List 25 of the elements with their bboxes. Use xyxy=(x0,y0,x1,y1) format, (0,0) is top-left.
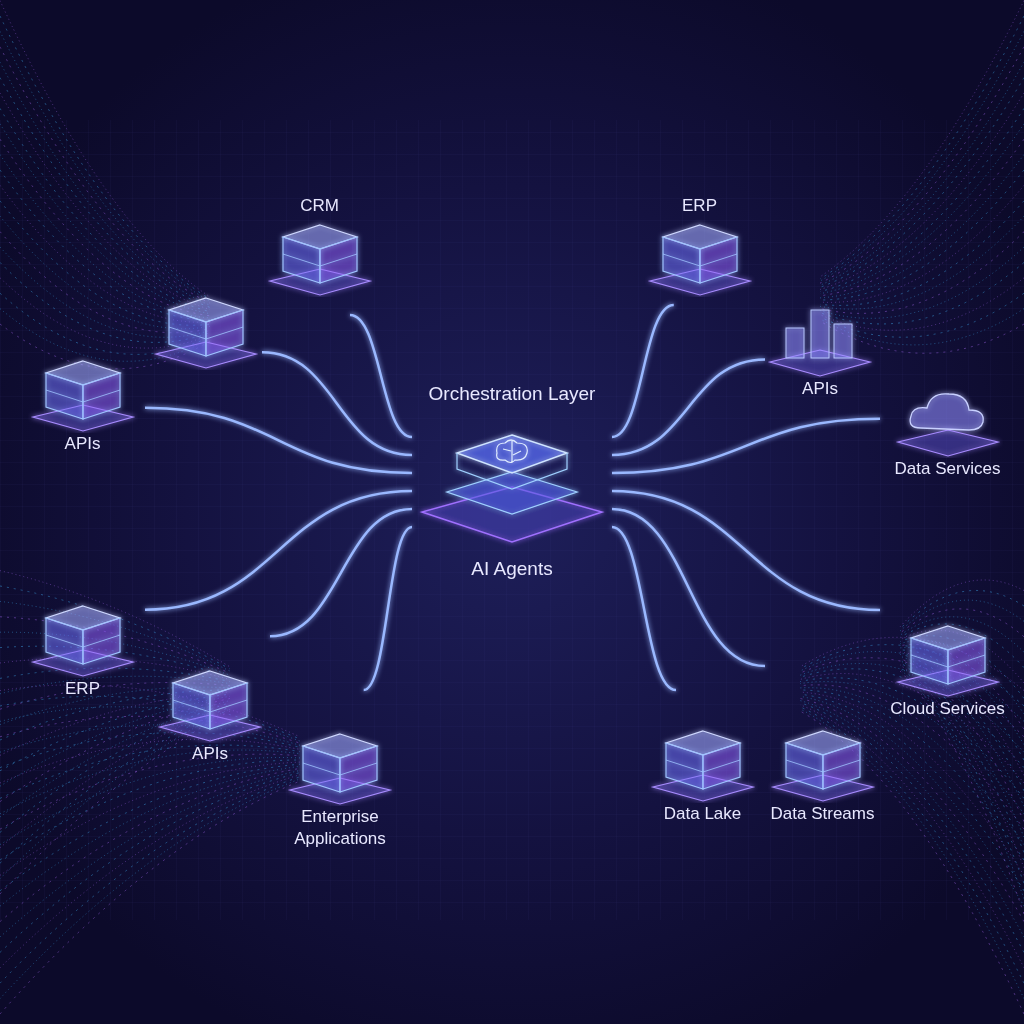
system-label: APIs xyxy=(192,742,228,765)
system-label: ERP xyxy=(65,677,100,700)
glowing-connector xyxy=(144,489,413,611)
glowing-connector xyxy=(611,507,766,668)
glowing-connector xyxy=(611,417,881,475)
system-label: APIs xyxy=(64,432,101,455)
glowing-connector xyxy=(611,489,881,612)
system-label: Data Lake xyxy=(663,802,742,825)
system-label: APIs xyxy=(802,377,838,400)
hub-label: AI Agents xyxy=(471,557,553,582)
system-label: Data Streams xyxy=(770,802,875,825)
glowing-connector xyxy=(349,313,413,439)
system-label: CRM xyxy=(300,195,339,217)
glowing-connector xyxy=(269,507,413,638)
glowing-connector xyxy=(611,303,675,439)
glowing-connector xyxy=(611,525,677,692)
system-label: Enterprise Applications xyxy=(293,805,387,850)
glowing-connector xyxy=(261,351,413,457)
glowing-connector xyxy=(144,406,413,475)
layer-title: Orchestration Layer xyxy=(428,382,596,406)
system-label: Data Services xyxy=(894,457,1001,480)
glowing-connector xyxy=(363,525,413,692)
system-label: Cloud Services xyxy=(890,697,1005,720)
system-label: ERP xyxy=(682,195,717,217)
glowing-connector xyxy=(611,358,766,457)
